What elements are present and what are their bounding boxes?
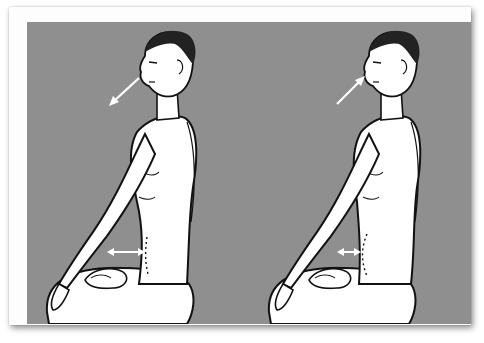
- inhale-arrow-icon: [337, 76, 365, 104]
- illustration-scene: [27, 22, 471, 324]
- breathing-illustration: [27, 22, 471, 324]
- figure-inhale: [269, 31, 420, 324]
- figure-exhale: [47, 31, 196, 324]
- photo-frame: [9, 7, 471, 325]
- abdomen-width-arrow-icon: [107, 248, 145, 256]
- exhale-arrow-icon: [109, 78, 139, 106]
- abdomen-width-arrow-icon: [337, 248, 361, 256]
